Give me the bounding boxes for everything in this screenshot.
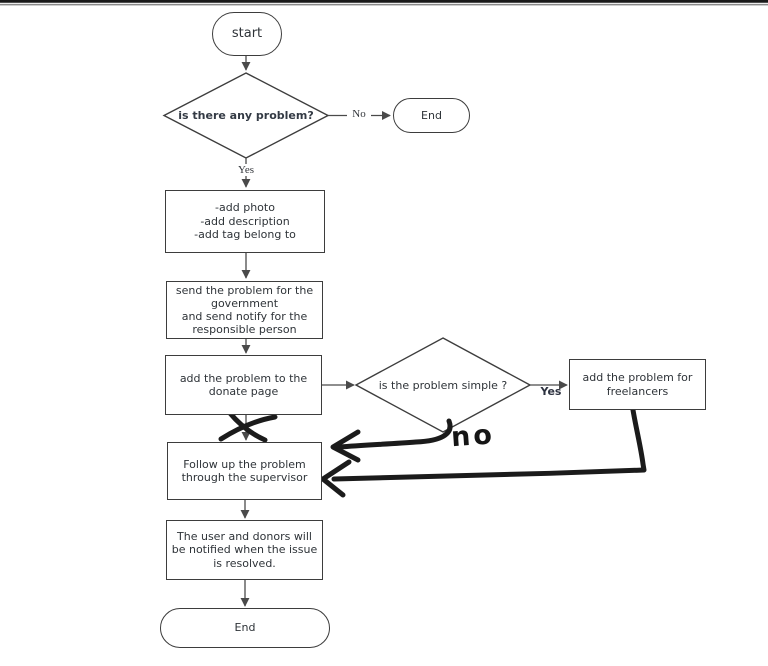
- hand-freelancer-arrowhead: [320, 459, 352, 498]
- edge-label-yes-simple: Yes: [540, 385, 562, 398]
- node-end-bottom: End: [160, 608, 330, 648]
- hand-freelancer-return-line: [331, 407, 647, 482]
- node-add-details: -add photo -add description -add tag bel…: [165, 190, 325, 253]
- node-send-government: send the problem for the government and …: [166, 281, 323, 339]
- node-decision-simple-label: is the problem simple ?: [378, 378, 508, 392]
- hand-x-mark-stroke: [218, 414, 278, 442]
- hand-no-arrow-line: [337, 418, 453, 450]
- window-top-edge: [0, 0, 768, 7]
- edge-label-yes: Yes: [233, 164, 259, 176]
- node-notify-resolved: The user and donors will be notified whe…: [166, 520, 323, 580]
- node-start-label: start: [231, 26, 263, 42]
- node-start: start: [212, 12, 282, 56]
- node-freelancers: add the problem for freelancers: [569, 359, 706, 410]
- node-decision-problem-label: is there any problem?: [178, 109, 314, 122]
- handwritten-no-label: no: [450, 419, 496, 453]
- hand-no-arrowhead: [330, 429, 361, 463]
- node-follow-up: Follow up the problem through the superv…: [167, 442, 322, 500]
- node-donate-page: add the problem to the donate page: [165, 355, 322, 415]
- node-end-bottom-label: End: [234, 621, 256, 635]
- decision-simple-diamond: [354, 337, 532, 433]
- node-end-top-label: End: [421, 108, 442, 122]
- node-end-top: End: [393, 98, 470, 133]
- edge-label-no: No: [347, 108, 371, 120]
